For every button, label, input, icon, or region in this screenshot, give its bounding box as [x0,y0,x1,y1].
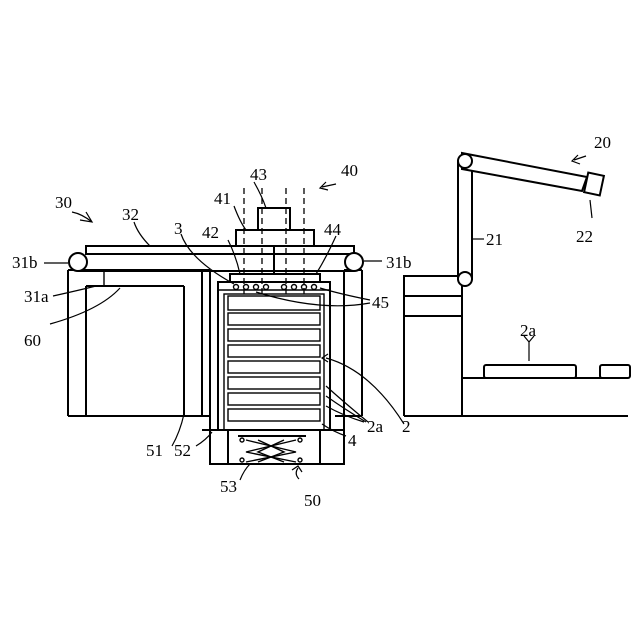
label-2a-stack: 2a [367,417,384,436]
label-41: 41 [214,189,231,208]
reference-labels: 20 21 22 30 32 40 41 42 43 44 45 3 31b 3… [12,133,611,510]
label-53: 53 [220,477,237,496]
label-60: 60 [24,331,41,350]
label-40: 40 [341,161,358,180]
label-52: 52 [174,441,191,460]
label-50: 50 [304,491,321,510]
label-44: 44 [324,220,342,239]
right-station [404,276,630,416]
robot-arm [458,153,604,286]
label-2: 2 [402,417,411,436]
label-51: 51 [146,441,163,460]
spring [238,436,306,462]
label-20: 20 [594,133,611,152]
label-42: 42 [202,223,219,242]
label-22: 22 [576,227,593,246]
label-31b-right: 31b [386,253,412,272]
label-31a: 31a [24,287,49,306]
label-30: 30 [55,193,72,212]
right-frame [335,270,362,416]
left-frame [68,270,210,416]
label-43: 43 [250,165,267,184]
label-32: 32 [122,205,139,224]
label-4: 4 [348,431,357,450]
left-pulley [69,253,87,271]
label-3: 3 [174,219,183,238]
leader-lines [44,155,592,480]
right-pulley [345,253,363,271]
workpiece-stack [228,296,320,421]
label-21: 21 [486,230,503,249]
label-2a-conveyor: 2a [520,321,537,340]
label-45: 45 [372,293,389,312]
conveyor-belt [69,246,363,271]
pickup-head [230,188,320,296]
label-31b-left: 31b [12,253,38,272]
